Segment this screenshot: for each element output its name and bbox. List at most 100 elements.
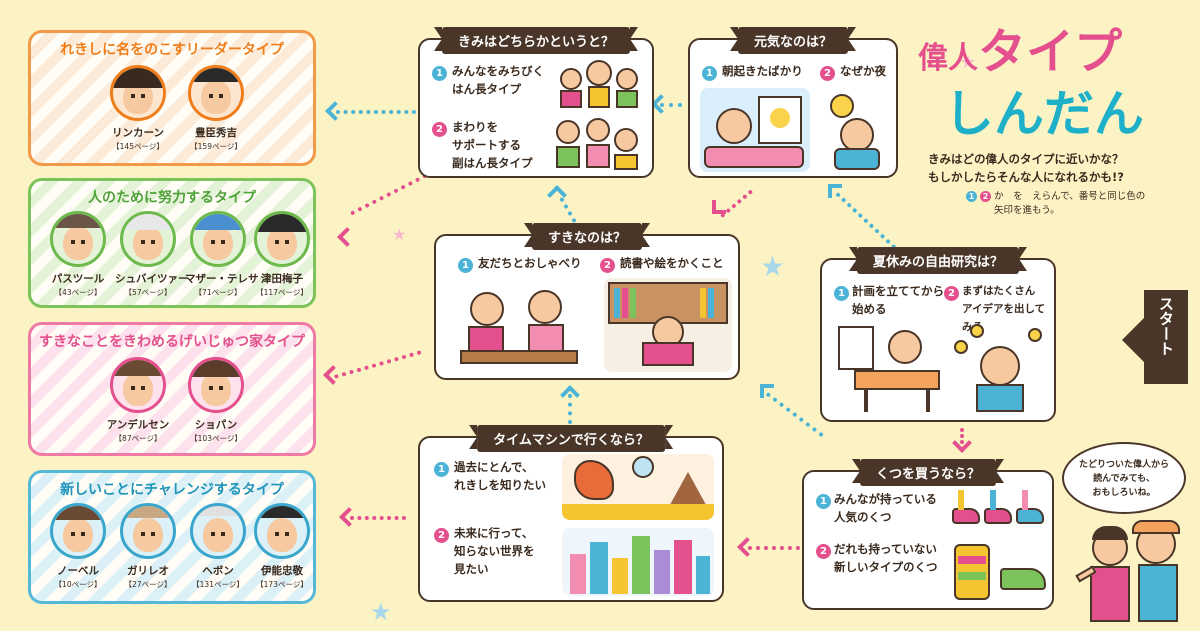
tsuda-umeko-portrait-icon xyxy=(254,211,310,267)
person-page: 【117ページ】 xyxy=(256,288,308,297)
person-name: リンカーン xyxy=(112,127,164,139)
person-chopin[interactable]: ショパン 【103ページ】 xyxy=(183,357,249,444)
person-galileo[interactable]: ガリレオ 【27ページ】 xyxy=(115,503,181,590)
result-panel-helper: 人のために努力するタイプ パスツール 【43ページ】 シュバイツァー 【57ペー… xyxy=(28,178,316,308)
person-page: 【10ページ】 xyxy=(54,580,102,589)
option-1-text[interactable]: みんなをみちびくはん長タイプ xyxy=(452,64,544,96)
option-2-text[interactable]: まわりをサポートする副はん長タイプ xyxy=(452,120,533,170)
question-title: すきなのは？ xyxy=(523,223,651,250)
arrowhead-icon xyxy=(323,365,343,385)
result-panel-challenger: 新しいことにチャレンジするタイプ ノーベル 【10ページ】 ガリレオ 【27ペー… xyxy=(28,470,316,604)
person-page: 【173ページ】 xyxy=(256,580,308,589)
hideyoshi-portrait-icon xyxy=(188,65,244,121)
result-title: 人のために努力するタイプ xyxy=(88,190,256,206)
person-name: アンデルセン xyxy=(106,419,170,431)
arrow-kutsu-to-suki xyxy=(765,392,824,438)
person-hideyoshi[interactable]: 豊臣秀吉 【159ページ】 xyxy=(183,65,249,152)
person-page: 【57ページ】 xyxy=(124,288,172,297)
hepburn-portrait-icon xyxy=(190,503,246,559)
person-ino-tadataka[interactable]: 伊能忠敬 【173ページ】 xyxy=(249,503,313,590)
result-title: すきなことをきわめるげいじゅつ家タイプ xyxy=(39,334,305,350)
question-title: 夏休みの自由研究は？ xyxy=(848,247,1028,274)
galileo-portrait-icon xyxy=(120,503,176,559)
page-title-line2: しんだん xyxy=(944,85,1144,143)
question-card-natsu: 夏休みの自由研究は？ 1 計画を立ててから始める 2 まずはたくさんアイデアを出… xyxy=(820,247,1056,422)
option-1-badge: 1 xyxy=(834,286,849,301)
option-1-text[interactable]: 朝起きたばかり xyxy=(722,64,803,78)
andersen-portrait-icon xyxy=(110,357,166,413)
arrowhead-icon xyxy=(712,200,726,214)
star-decoration: ★ xyxy=(370,598,392,626)
person-mother-teresa[interactable]: マザー・テレサ 【71ページ】 xyxy=(185,211,259,298)
person-hepburn[interactable]: ヘボン 【131ページ】 xyxy=(185,503,251,590)
arrow-time-to-suki xyxy=(568,394,572,424)
result-title: 新しいことにチャレンジするタイプ xyxy=(60,482,284,498)
arrowhead-icon xyxy=(760,384,774,398)
arrow-to-artist xyxy=(334,350,422,379)
option-1-text[interactable]: 計画を立ててから始める xyxy=(852,284,944,316)
option-1-badge: 1 xyxy=(702,66,717,81)
option-1-text[interactable]: みんなが持っている人気のくつ xyxy=(834,492,937,524)
dinosaur-past-illustration xyxy=(562,454,714,520)
person-page: 【103ページ】 xyxy=(190,434,242,443)
arrowhead-icon xyxy=(560,385,580,405)
arrowhead-icon xyxy=(651,94,671,114)
star-decoration: ★ xyxy=(760,250,786,283)
person-name: ヘボン xyxy=(202,565,234,577)
question-card-which: きみはどちらかというと？ 1 みんなをみちびくはん長タイプ 2 まわりをサポート… xyxy=(418,27,654,178)
option-2-badge: 2 xyxy=(816,544,831,559)
pointing-kids-illustration xyxy=(1075,520,1194,628)
arrow-suki-to-which xyxy=(559,196,577,224)
mother-teresa-portrait-icon xyxy=(190,211,246,267)
option-1-text[interactable]: 友だちとおしゃべり xyxy=(478,256,582,270)
person-name: パスツール xyxy=(51,273,105,285)
question-card-kutsu: くつを買うなら？ 1 みんなが持っている人気のくつ 2 だれも持っていない新しい… xyxy=(802,459,1054,610)
arrow-natsu-to-genki xyxy=(835,192,897,250)
hint-speech-bubble: たどりついた偉人から 読んでみても、 おもしろいね。 xyxy=(1062,442,1186,514)
planning-girl-illustration xyxy=(834,322,944,416)
start-label: スタート xyxy=(1157,296,1175,356)
option-2-badge: 2 xyxy=(434,528,449,543)
person-tsuda-umeko[interactable]: 津田梅子 【117ページ】 xyxy=(249,211,313,298)
supporter-kids-illustration xyxy=(552,116,644,172)
night-grandpa-illustration xyxy=(818,88,890,172)
star-decoration: ★ xyxy=(960,52,977,73)
result-panel-leader: れきしに名をのこすリーダータイプ リンカーン 【145ページ】 豊臣秀吉 【15… xyxy=(28,30,316,166)
option-2-badge: 2 xyxy=(600,258,615,273)
arrow-natsu-to-kutsu xyxy=(960,428,964,444)
page-title-line1: 偉人タイプ xyxy=(918,24,1123,80)
chopin-portrait-icon xyxy=(188,357,244,413)
person-andersen[interactable]: アンデルセン 【87ページ】 xyxy=(105,357,171,444)
person-page: 【71ページ】 xyxy=(194,288,242,297)
leader-kids-illustration xyxy=(552,58,644,108)
person-lincoln[interactable]: リンカーン 【145ページ】 xyxy=(105,65,171,152)
start-arrow[interactable]: スタート xyxy=(1122,290,1192,384)
pasteur-portrait-icon xyxy=(50,211,106,267)
arrowhead-icon xyxy=(325,101,345,121)
person-name: ガリレオ xyxy=(127,565,169,577)
arrow-to-challenger xyxy=(350,516,406,520)
person-page: 【43ページ】 xyxy=(54,288,102,297)
option-1-text[interactable]: 過去にとんで、れきしを知りたい xyxy=(454,460,546,492)
arrowhead-icon xyxy=(337,227,357,247)
person-nobel[interactable]: ノーベル 【10ページ】 xyxy=(45,503,111,590)
option-2-text[interactable]: 読書や絵をかくこと xyxy=(620,256,724,270)
person-page: 【145ページ】 xyxy=(112,142,164,151)
option-2-badge: 2 xyxy=(432,122,447,137)
option-2-text[interactable]: なぜか夜 xyxy=(840,64,886,78)
subtitle: きみはどの偉人のタイプに近いかな？ もしかしたらそんな人になれるかも!? xyxy=(928,152,1124,184)
option-2-text[interactable]: 未来に行って、知らない世界を見たい xyxy=(454,526,535,576)
question-card-genki: 元気なのは？ 1 朝起きたばかり 2 なぜか夜 xyxy=(688,27,898,178)
person-pasteur[interactable]: パスツール 【43ページ】 xyxy=(45,211,111,298)
schweitzer-portrait-icon xyxy=(120,211,176,267)
nobel-portrait-icon xyxy=(50,503,106,559)
person-page: 【27ページ】 xyxy=(124,580,172,589)
option-2-text[interactable]: だれも持っていない新しいタイプのくつ xyxy=(834,542,938,574)
question-title: タイムマシンで行くなら？ xyxy=(469,425,673,452)
person-page: 【87ページ】 xyxy=(114,434,162,443)
arrow-kutsu-to-time xyxy=(748,546,800,550)
arrowhead-icon xyxy=(339,507,359,527)
arrowhead-icon xyxy=(828,184,842,198)
person-schweitzer[interactable]: シュバイツァー 【57ページ】 xyxy=(115,211,189,298)
question-title: 元気なのは？ xyxy=(729,27,857,54)
